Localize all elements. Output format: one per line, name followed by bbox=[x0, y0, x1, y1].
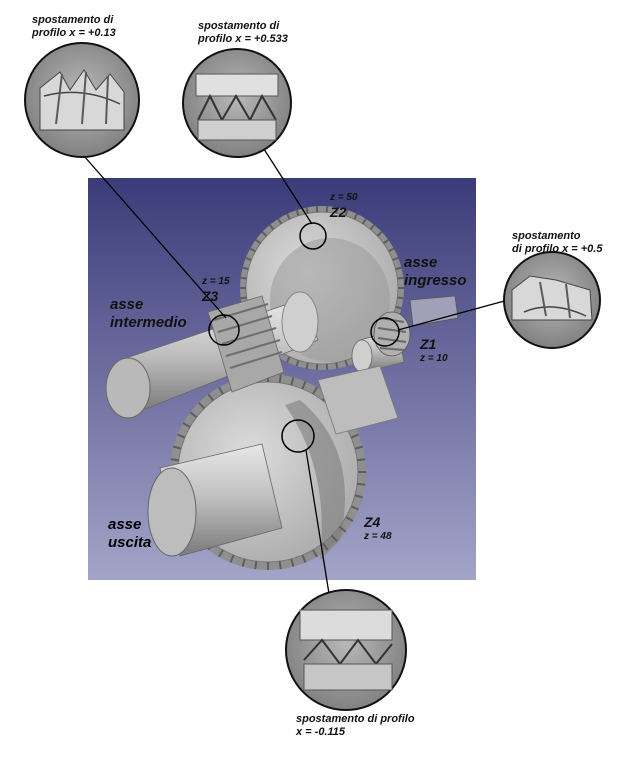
callout-z2-shift: spostamento di profilo x = +0.533 bbox=[198, 20, 288, 46]
gear-z3-teeth: z = 15 bbox=[202, 276, 230, 287]
gear-z4-name: Z4 bbox=[364, 514, 381, 530]
callout-z4-line2: x = -0.115 bbox=[296, 726, 346, 739]
shaft-label-output: asse uscita bbox=[108, 516, 151, 552]
gear-label-z3: z = 15 Z3 bbox=[202, 276, 230, 305]
zoom-detail-z1 bbox=[503, 251, 601, 349]
gear-z1-name: Z1 bbox=[420, 336, 437, 352]
shaft-intermediate-line1: asse bbox=[110, 296, 144, 313]
leader-line-z3 bbox=[69, 139, 227, 319]
callout-z2-line2: profilo x = +0.533 bbox=[198, 33, 288, 46]
gear-label-z4: Z4 z = 48 bbox=[364, 514, 392, 543]
callout-z1-line2: di profilo x = +0.5 bbox=[512, 243, 603, 256]
mesh-marker-z1 bbox=[370, 317, 400, 347]
shaft-output-line1: asse bbox=[108, 516, 142, 533]
gear-label-z1: Z1 z = 10 bbox=[420, 336, 448, 365]
mesh-marker-z4 bbox=[281, 419, 315, 453]
callout-z1-shift: spostamento di profilo x = +0.5 bbox=[512, 230, 602, 256]
leader-line-z1 bbox=[397, 299, 509, 331]
callout-z4-line1: spostamento di profilo bbox=[296, 713, 415, 725]
gear-z4-teeth: z = 48 bbox=[364, 530, 392, 542]
gear-z3 bbox=[207, 295, 285, 393]
zoom-detail-z4 bbox=[285, 589, 407, 711]
shaft-label-input: asse ingresso bbox=[404, 254, 467, 290]
gear-z1-teeth: z = 10 bbox=[420, 352, 448, 364]
mid-shaft-body bbox=[317, 365, 399, 435]
zoom-detail-z3 bbox=[24, 42, 140, 158]
shaft-intermediate-line2: intermedio bbox=[110, 314, 187, 331]
gear-z2-teeth: z = 50 bbox=[330, 192, 358, 203]
callout-z2-line1: spostamento di bbox=[198, 20, 280, 32]
shaft-output-line2: uscita bbox=[108, 534, 152, 551]
callout-z3-shift: spostamento di profilo x = +0.13 bbox=[32, 14, 116, 40]
gear-z2-name: Z2 bbox=[330, 204, 347, 220]
gear-label-z2: z = 50 Z2 bbox=[330, 192, 358, 221]
leader-line-z4 bbox=[305, 449, 331, 601]
callout-z4-shift: spostamento di profilo x = -0.115 bbox=[296, 713, 415, 739]
callout-z3-line2: profilo x = +0.13 bbox=[32, 27, 116, 40]
gear-z3-name: Z3 bbox=[202, 288, 219, 304]
zoom-detail-z2 bbox=[182, 48, 292, 158]
shaft-input-line2: ingresso bbox=[404, 272, 467, 289]
leader-line-z2 bbox=[261, 145, 313, 225]
output-shaft bbox=[147, 443, 283, 557]
shaft-input-line1: asse bbox=[404, 254, 438, 271]
mesh-marker-z2 bbox=[299, 222, 327, 250]
callout-z1-line1: spostamento bbox=[512, 230, 581, 242]
shaft-label-intermediate: asse intermedio bbox=[110, 296, 187, 332]
callout-z3-line1: spostamento di bbox=[32, 14, 114, 26]
